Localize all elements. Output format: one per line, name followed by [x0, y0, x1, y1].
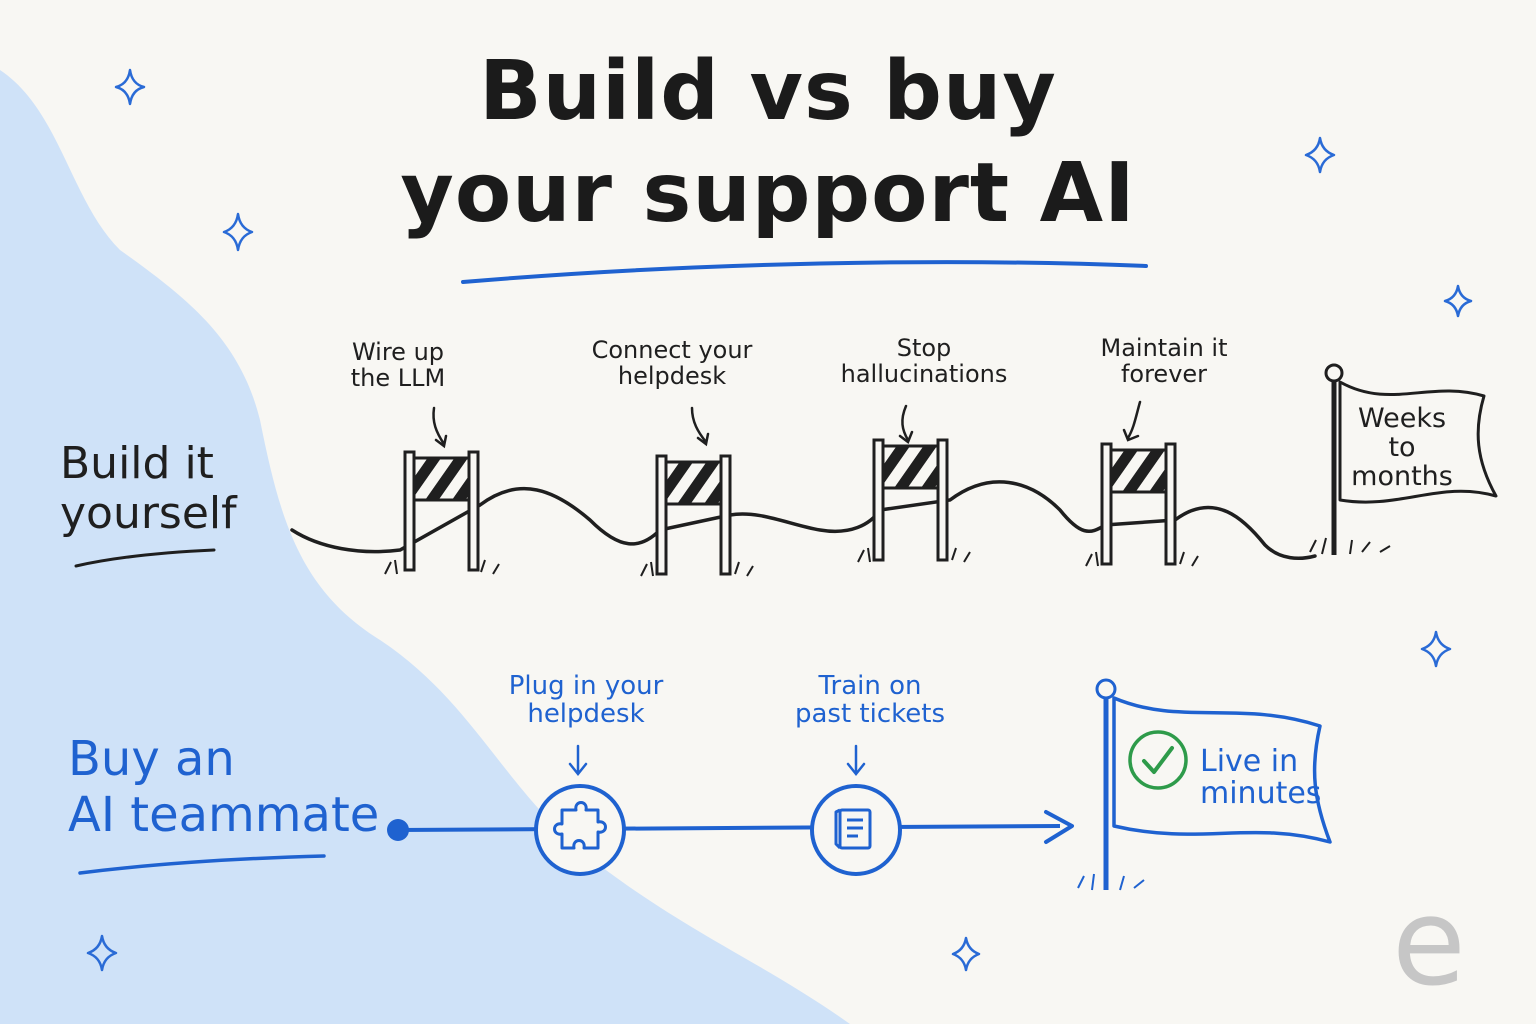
title-underline: [461, 260, 1148, 284]
sparkle-icon: [1304, 136, 1336, 174]
arrow-down-icon: [690, 406, 710, 447]
sparkles: [86, 68, 1473, 972]
buy-label-underline: [78, 854, 326, 875]
build-step-label: Maintain it forever: [1100, 334, 1228, 388]
hurdle: [857, 438, 971, 563]
book-node: [810, 784, 902, 876]
sparkle-icon: [86, 934, 118, 972]
blue-blob: [0, 70, 850, 1024]
start-dot: [387, 819, 409, 841]
step-arrows: [432, 400, 1142, 449]
buy-step-label: Plug in your helpdesk: [508, 671, 664, 730]
book-icon: [834, 808, 872, 850]
arrow-down-icon: [432, 406, 448, 449]
arrow-down-icon: [1122, 400, 1142, 442]
arrow-down-icon: [846, 744, 866, 777]
sparkle-icon: [1420, 630, 1452, 668]
build-step-label: Stop hallucinations: [840, 334, 1008, 388]
build-label-line1: Build it: [60, 438, 214, 489]
puzzle-node: [534, 784, 626, 876]
buy-label-line2: AI teammate: [68, 787, 380, 843]
page-title-line2: your support AI: [400, 146, 1136, 241]
check-circle-icon: [1128, 730, 1188, 790]
sparkle-icon: [1443, 284, 1473, 318]
hurdle: [640, 454, 754, 577]
buy-label-line1: Buy an: [68, 731, 235, 787]
sparkle-icon: [114, 68, 146, 106]
page-title-line1: Build vs buy: [479, 44, 1057, 139]
buy-arrows: [568, 744, 866, 777]
arrow-head: [1044, 810, 1074, 844]
hurdle: [384, 450, 500, 575]
brand-logo: e: [1392, 874, 1466, 1013]
build-flag-text: Weeks to months: [1351, 403, 1453, 493]
buy-step-label: Train on past tickets: [794, 671, 946, 730]
build-label-underline: [74, 548, 216, 568]
sparkle-icon: [222, 212, 254, 252]
buy-flag: [1077, 678, 1332, 891]
build-label-line2: yourself: [60, 488, 237, 539]
hurdle: [1085, 442, 1199, 567]
build-flag: [1309, 363, 1498, 555]
build-step-label: Connect your helpdesk: [591, 336, 753, 390]
buy-flag-text: Live in minutes: [1200, 744, 1322, 812]
arrow-down-icon: [898, 404, 914, 444]
sparkle-icon: [951, 936, 981, 972]
puzzle-icon: [553, 801, 607, 850]
arrow-down-icon: [568, 744, 588, 777]
build-step-label: Wire up the LLM: [350, 338, 446, 392]
wavy-road: [290, 480, 1317, 560]
